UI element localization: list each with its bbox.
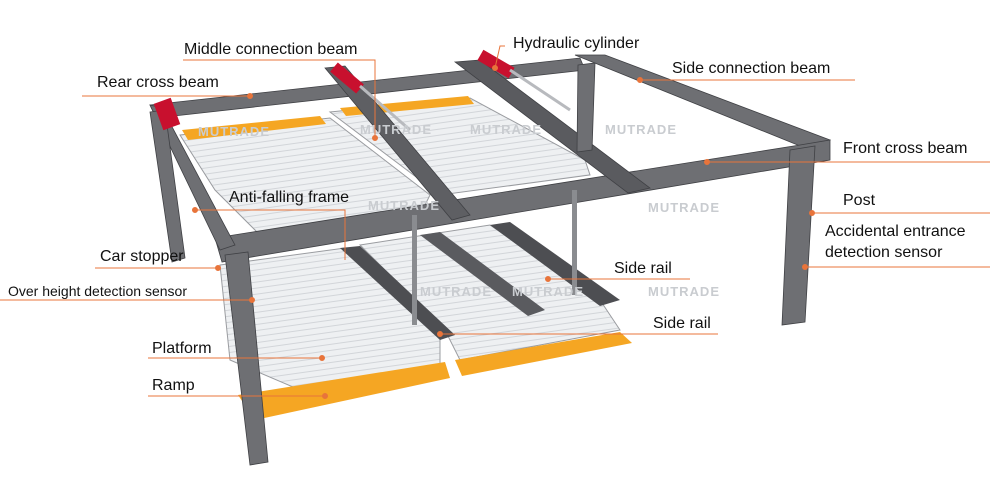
leader-lines — [0, 45, 990, 399]
label-car-stopper: Car stopper — [100, 248, 184, 265]
watermark-6: MUTRADE — [648, 200, 720, 215]
front-cross-beam — [214, 139, 831, 263]
watermarks: MUTRADE MUTRADE MUTRADE MUTRADE MUTRADE … — [198, 122, 720, 299]
anti-falling-frame-bar-2 — [572, 190, 577, 295]
center-beam — [453, 59, 651, 194]
side-rail-upper — [490, 222, 620, 306]
label-hydraulic-cylinder: Hydraulic cylinder — [513, 35, 640, 52]
watermark-1: MUTRADE — [198, 124, 270, 139]
label-anti-falling-frame: Anti-falling frame — [229, 189, 350, 206]
label-side-rail-2: Side rail — [653, 315, 711, 332]
anti-falling-frame-bar — [412, 215, 417, 325]
cylinder-mid — [330, 62, 364, 94]
watermark-8: MUTRADE — [512, 284, 584, 299]
label-over-height: Over height detection sensor — [8, 283, 187, 299]
upper-ramp-left — [182, 116, 326, 140]
label-side-rail-1: Side rail — [614, 260, 672, 277]
lower-platforms — [219, 222, 632, 420]
label-platform: Platform — [152, 340, 212, 357]
watermark-4: MUTRADE — [605, 122, 677, 137]
steel-frame — [149, 54, 832, 466]
post-rear-left — [149, 109, 186, 263]
label-post: Post — [843, 192, 876, 209]
watermark-3: MUTRADE — [470, 122, 542, 137]
ramp-left — [238, 362, 450, 420]
label-rear-cross-beam: Rear cross beam — [97, 74, 219, 91]
label-accidental-entrance-line-1: Accidental entrance — [825, 223, 966, 240]
watermark-5: MUTRADE — [368, 198, 440, 213]
cylinder-rear-left — [153, 97, 181, 131]
side-rail-mid — [420, 232, 545, 316]
watermark-2: MUTRADE — [360, 122, 432, 137]
label-middle-connection-beam: Middle connection beam — [184, 41, 358, 58]
label-side-connection-beam: Side connection beam — [672, 60, 831, 77]
label-accidental-entrance-line-2: detection sensor — [825, 244, 943, 261]
label-front-cross-beam: Front cross beam — [843, 140, 968, 157]
side-rail-lower — [340, 246, 455, 340]
watermark-7: MUTRADE — [420, 284, 492, 299]
post-front-right — [781, 145, 816, 326]
label-ramp: Ramp — [152, 377, 195, 394]
watermark-9: MUTRADE — [648, 284, 720, 299]
post-rear-right — [576, 62, 596, 153]
ramp-right — [455, 332, 632, 376]
